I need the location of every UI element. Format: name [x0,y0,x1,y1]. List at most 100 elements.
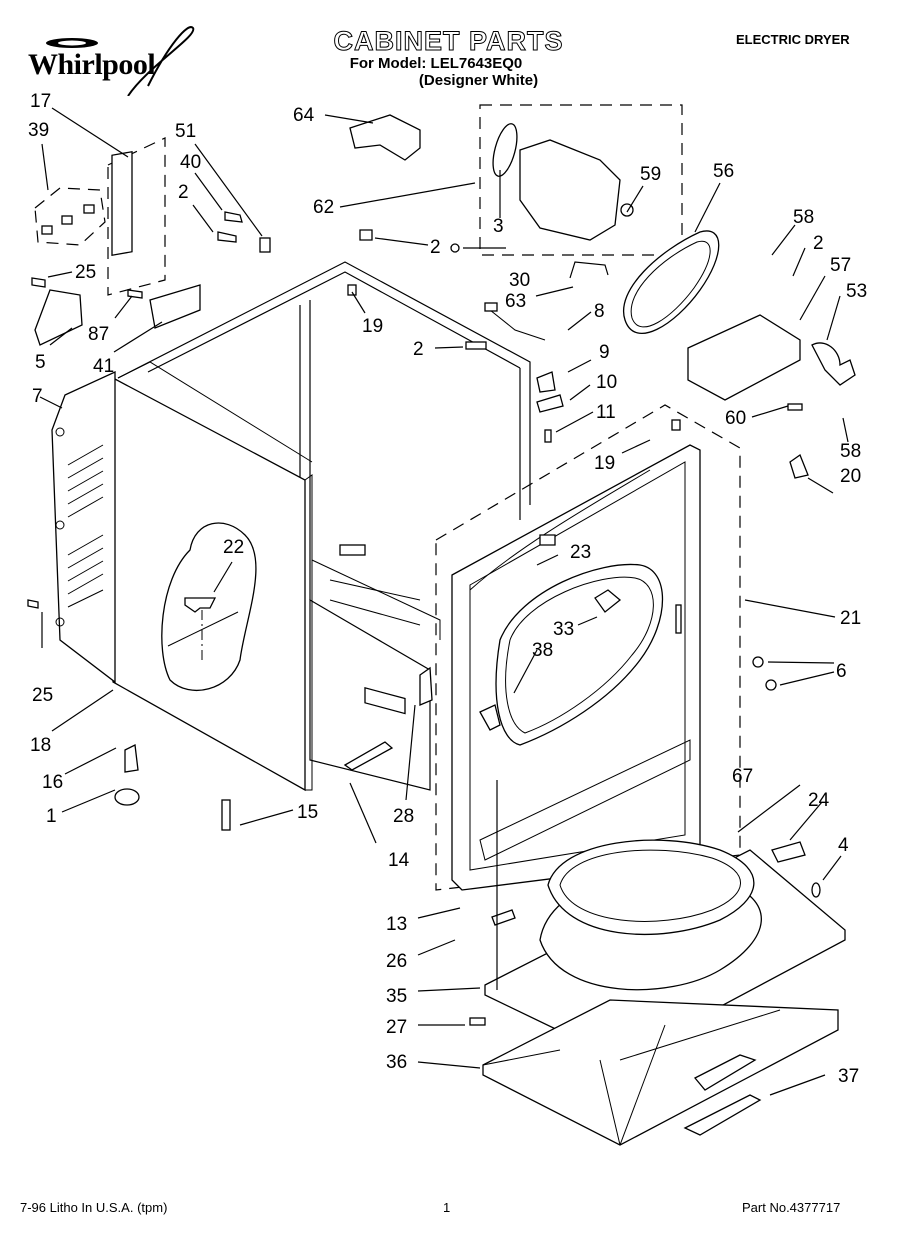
callout-21: 21 [840,608,861,629]
callout-87: 87 [88,324,109,345]
door-strike [675,604,682,634]
callout-2: 2 [413,339,424,360]
callout-33: 33 [553,619,574,640]
callout-6: 6 [836,661,847,682]
door-catch [594,589,622,613]
leader-lines [39,107,849,1096]
whirlpool-logo [46,26,195,96]
callout-36: 36 [386,1052,407,1073]
front-panel [435,404,741,891]
callout-57: 57 [830,255,851,276]
callout-40: 40 [180,152,201,173]
screw-25b [27,599,39,609]
brand-name: Whirlpool [28,48,156,81]
idler-pulley [811,342,856,386]
callout-62: 62 [313,197,334,218]
print-info: 7-96 Litho In U.S.A. (tpm) [20,1200,168,1215]
callout-25: 25 [32,685,53,706]
leg-cup [114,788,140,806]
callout-10: 10 [596,372,617,393]
callout-4: 4 [838,835,849,856]
callout-11: 11 [596,402,616,423]
callout-3: 3 [493,216,504,237]
callout-37: 37 [838,1066,859,1087]
front-clip [671,419,681,431]
connector-a [41,225,53,235]
callout-51: 51 [175,121,196,142]
callout-1: 1 [46,806,57,827]
callout-63: 63 [505,291,526,312]
panel-clip [184,597,217,613]
switch-10 [536,394,564,413]
drive-motor [519,139,621,241]
callout-26: 26 [386,951,407,972]
page-title: CABINET PARTS [333,26,564,57]
switch-parts [31,137,271,346]
color-line: (Designer White) [418,72,539,89]
base-pin [811,882,821,898]
motor-belt [492,123,518,177]
plug-30 [450,243,460,253]
door-seal [505,576,654,734]
terminal-housing [149,284,201,329]
door-opening [495,563,664,746]
callout-64: 64 [293,105,315,126]
callout-19: 19 [594,453,615,474]
rear-panel [51,370,116,684]
callout-28: 28 [393,806,414,827]
callout-2: 2 [430,237,441,258]
callout-38: 38 [532,640,553,661]
callout-41: 41 [93,356,114,377]
idler-bracket [687,314,801,401]
callout-7: 7 [32,386,43,407]
screw-11 [544,429,552,443]
terminal-block [111,150,133,257]
callout-35: 35 [386,986,407,1007]
door-lamp [539,534,556,546]
callout-2: 2 [178,182,189,203]
connector-b [61,215,73,225]
drum-seal [547,839,755,935]
callout-58: 58 [793,207,814,228]
clip-19 [347,284,357,296]
part-number: Part No.4377717 [742,1200,841,1215]
screw-27 [469,1017,486,1026]
callout-13: 13 [386,914,407,935]
switch-9 [536,371,556,393]
toe-panel [683,1094,762,1136]
base-handle [693,1054,757,1091]
callout-15: 15 [297,802,318,823]
callout-18: 18 [30,735,51,756]
callout-60: 60 [725,408,746,429]
base-clip [771,841,806,863]
small-parts [27,229,777,1026]
title-block: CABINET PARTS For Model: LEL7643EQ0 (Des… [0,26,897,90]
callout-17: 17 [30,91,51,112]
plastic-rivet [789,453,809,479]
door-hinge [479,704,501,731]
hinge-block [491,909,516,926]
idler-clip [787,403,803,411]
screw-40 [224,211,243,223]
model-line: For Model: LEL7643EQ0 [349,55,523,72]
harness-connector [484,302,498,312]
screw-2c [465,341,487,350]
callout-20: 20 [840,466,861,487]
spring-14 [343,741,394,771]
callout-16: 16 [42,772,63,793]
callout-39: 39 [28,120,49,141]
callout-14: 14 [388,850,410,871]
drum-support [339,544,366,556]
hinge-28 [419,666,433,706]
callout-59: 59 [640,164,661,185]
callout-23: 23 [570,542,591,563]
side-panel [112,361,313,792]
screw-6a [752,656,764,668]
clip-part [259,237,271,253]
callout-2: 2 [813,233,824,254]
connector-c [83,204,95,214]
screw-87 [127,289,143,299]
callout-58: 58 [840,441,861,462]
callout-24: 24 [808,790,830,811]
